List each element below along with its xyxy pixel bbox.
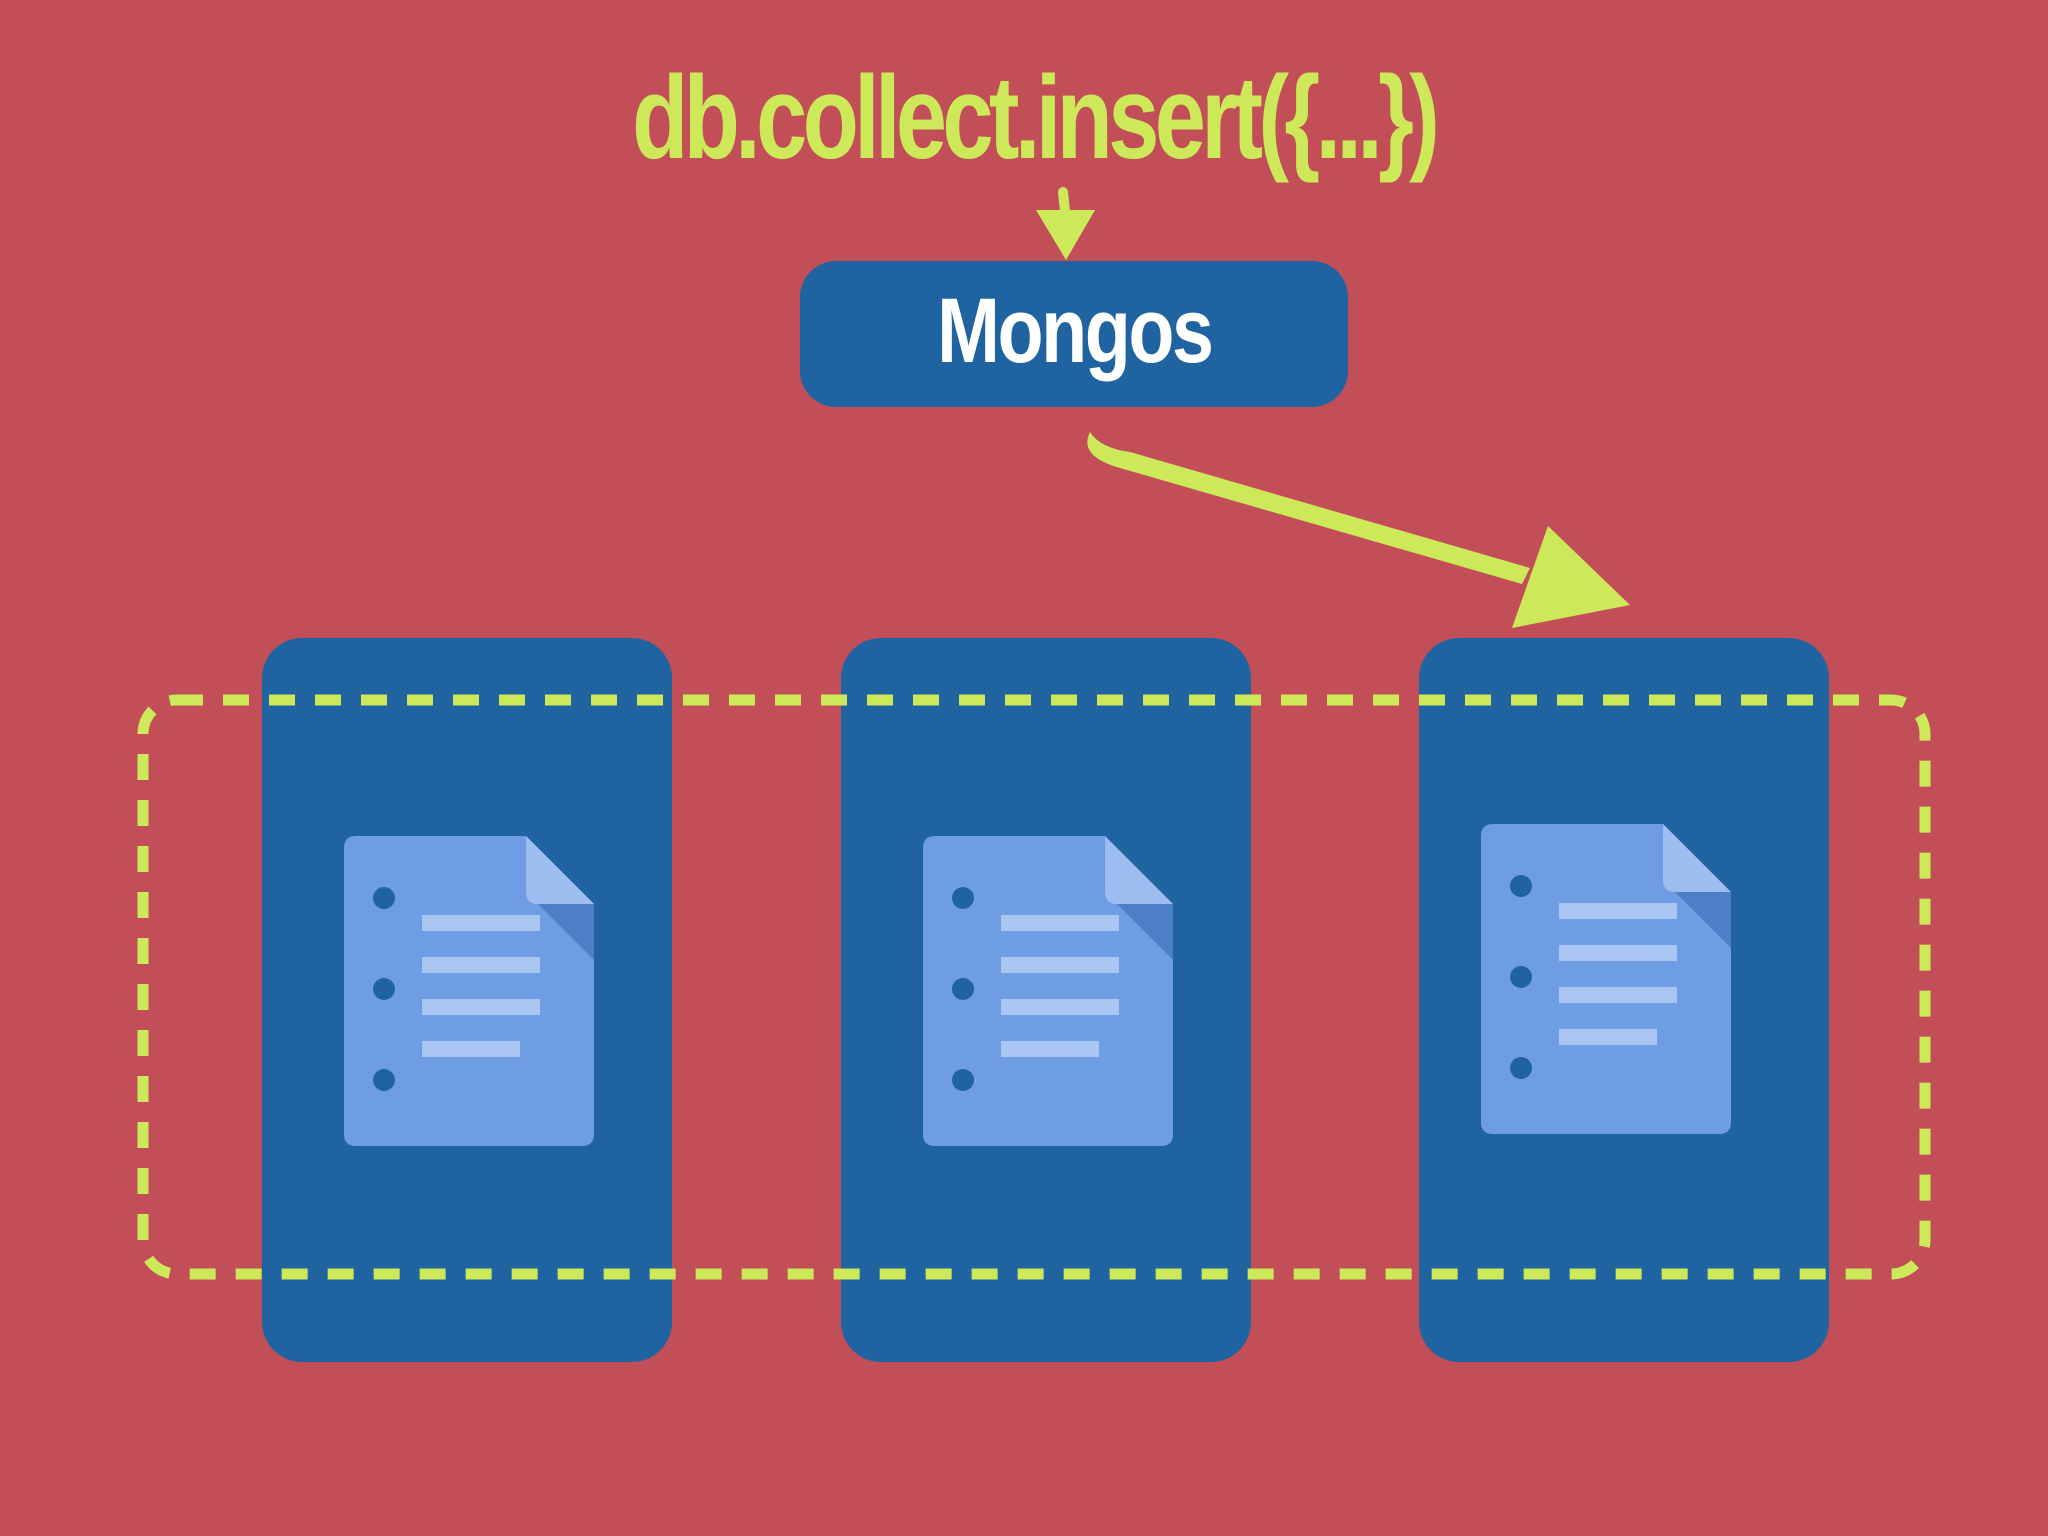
document-icon	[344, 836, 594, 1146]
routing-arrow-icon	[1087, 432, 1630, 628]
document-icon	[923, 836, 1173, 1146]
down-arrow-icon	[1036, 187, 1095, 260]
command-title: db.collect.insert({...})	[632, 52, 1440, 184]
shard-node-3	[1419, 638, 1829, 1362]
document-icon	[1481, 824, 1731, 1134]
mongos-router-box: Mongos	[800, 261, 1348, 407]
shard-node-2	[841, 638, 1251, 1362]
mongos-label: Mongos	[936, 279, 1214, 382]
shard-node-1	[262, 638, 672, 1362]
